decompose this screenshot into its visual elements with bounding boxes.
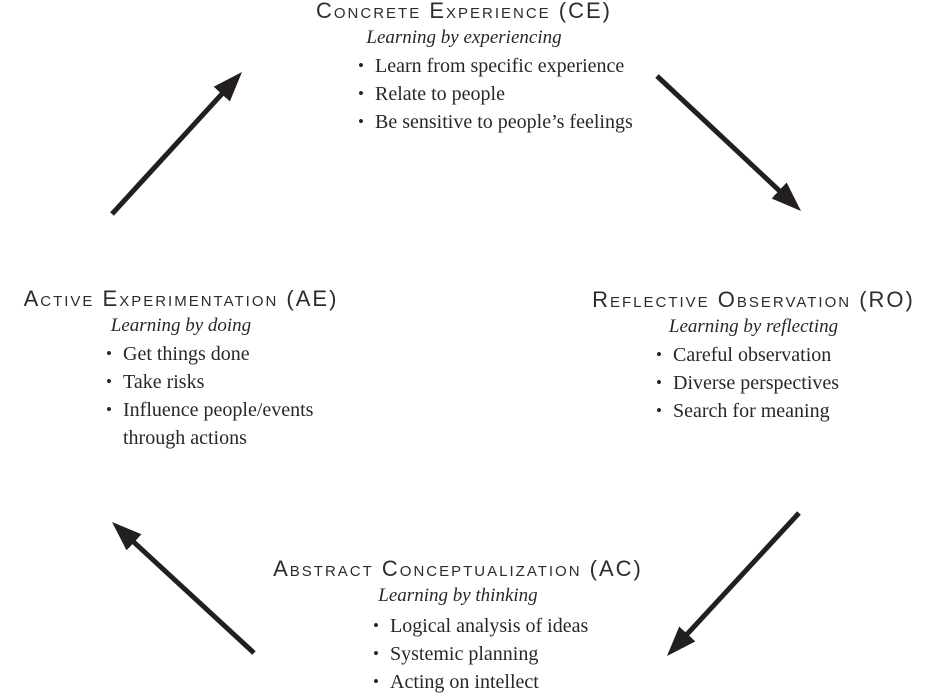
- list-item: • Influence people/events through actions: [106, 396, 324, 452]
- list-item-text: Learn from specific experience: [375, 55, 625, 77]
- list-item-text: Diverse perspectives: [673, 372, 840, 394]
- list-item: • Be sensitive to people’s feelings: [358, 108, 645, 136]
- section-subtitle: Learning by thinking: [378, 585, 538, 606]
- list-item-text: Logical analysis of ideas: [390, 615, 589, 637]
- bullet-list: • Logical analysis of ideas • Systemic pla…: [373, 612, 668, 696]
- section-concrete-experience: Concrete Experience (CE) Learning by exp…: [283, 0, 645, 136]
- bullet-icon: •: [373, 672, 379, 691]
- section-heading: Abstract Conceptualization (AC): [273, 556, 643, 581]
- bullet-icon: •: [358, 84, 364, 103]
- bullet-icon: •: [106, 400, 112, 419]
- bullet-icon: •: [358, 112, 364, 131]
- bullet-icon: •: [656, 345, 662, 364]
- list-item-text: Systemic planning: [390, 643, 539, 665]
- list-item: • Logical analysis of ideas: [373, 612, 668, 640]
- list-item: • Acting on intellect: [373, 668, 668, 696]
- bullet-icon: •: [373, 644, 379, 663]
- list-item-text: Influence people/events through actions: [123, 399, 314, 449]
- section-heading: Active Experimentation (AE): [23, 286, 339, 311]
- cycle-arrow-ae-to-ce: [110, 71, 243, 216]
- list-item: • Relate to people: [358, 80, 645, 108]
- bullet-icon: •: [656, 373, 662, 392]
- section-abstract-conceptualization: Abstract Conceptualization (AC) Learning…: [248, 556, 668, 696]
- list-item-text: Acting on intellect: [390, 671, 539, 693]
- section-active-experimentation: Active Experimentation (AE) Learning by …: [0, 286, 362, 452]
- list-item: • Diverse perspectives: [656, 369, 935, 397]
- cycle-arrow-ro-to-ac: [667, 511, 801, 657]
- section-subtitle: Learning by experiencing: [366, 27, 562, 48]
- list-item: • Systemic planning: [373, 640, 668, 668]
- bullet-icon: •: [373, 616, 379, 635]
- section-heading: Reflective Observation (RO): [592, 287, 915, 312]
- bullet-icon: •: [106, 372, 112, 391]
- list-item-text: Take risks: [123, 371, 205, 393]
- bullet-list: • Learn from specific experience • Relate …: [358, 52, 645, 136]
- bullet-icon: •: [358, 56, 364, 75]
- list-item: • Learn from specific experience: [358, 52, 645, 80]
- list-item-text: Get things done: [123, 343, 250, 365]
- list-item: • Careful observation: [656, 341, 935, 369]
- list-item-text: Relate to people: [375, 83, 505, 105]
- list-item-text: Careful observation: [673, 344, 832, 366]
- list-item-text: Be sensitive to people’s feelings: [375, 111, 633, 133]
- list-item: • Take risks: [106, 368, 324, 396]
- section-subtitle: Learning by doing: [110, 315, 252, 336]
- section-reflective-observation: Reflective Observation (RO) Learning by …: [572, 287, 935, 425]
- list-item-text: Search for meaning: [673, 400, 830, 422]
- bullet-icon: •: [106, 344, 112, 363]
- bullet-list: • Careful observation • Diverse perspectiv…: [656, 341, 935, 425]
- bullet-list: • Get things done • Take risks • Influence …: [106, 340, 362, 452]
- list-item: • Search for meaning: [656, 397, 935, 425]
- bullet-icon: •: [656, 401, 662, 420]
- list-item: • Get things done: [106, 340, 324, 368]
- cycle-arrow-ce-to-ro: [655, 74, 802, 212]
- cycle-arrow-ac-to-ae: [112, 521, 256, 655]
- section-heading: Concrete Experience (CE): [315, 0, 613, 23]
- section-subtitle: Learning by reflecting: [668, 316, 839, 337]
